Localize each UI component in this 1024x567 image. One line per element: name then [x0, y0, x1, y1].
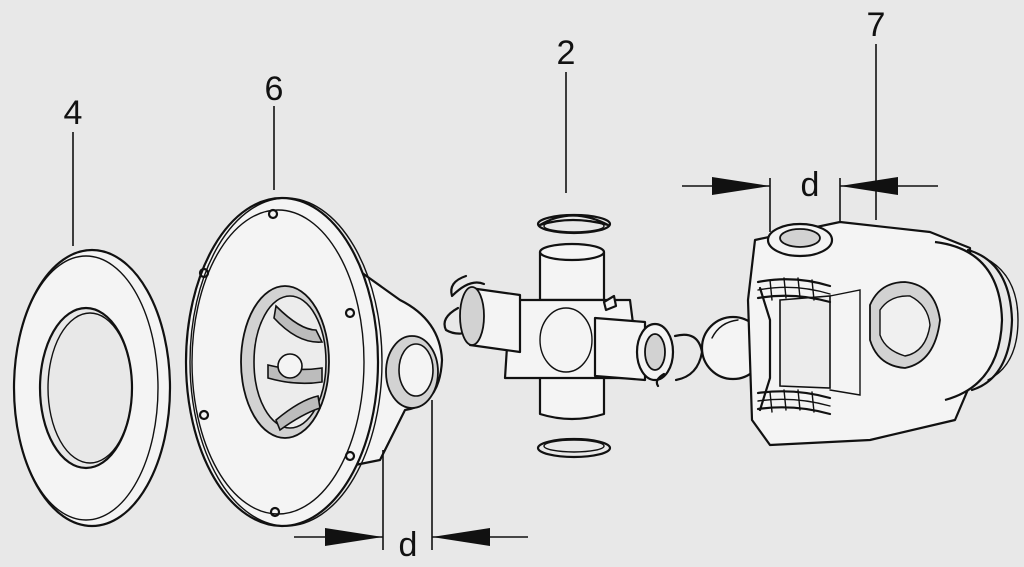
leader-lines: [72, 44, 877, 246]
dimension-d-left: d: [294, 400, 528, 564]
dimension-label-right: d: [801, 166, 820, 204]
circlip-left-upper: [450, 274, 486, 298]
retaining-ring-top: [536, 213, 612, 235]
part-label-7: 7: [867, 6, 886, 44]
retaining-ring-bottom: [536, 437, 612, 459]
arrow-head-right: [712, 177, 770, 195]
part-7-yoke-housing: [746, 220, 1019, 447]
arrow-head-left: [840, 177, 898, 195]
dimension-label-left: d: [399, 526, 418, 564]
weld-bead-upper: [756, 277, 832, 304]
dimension-d-right: d: [682, 166, 938, 232]
part-6-flange: [184, 196, 444, 528]
part-label-4: 4: [64, 94, 83, 132]
arrow-head-right: [325, 528, 383, 546]
part-label-2: 2: [557, 34, 576, 72]
part-2-cross-spider: [443, 213, 704, 459]
part-label-6: 6: [265, 70, 284, 108]
arrow-head-left: [432, 528, 490, 546]
weld-bead-lower: [756, 389, 832, 416]
part-4-gasket-ring: [12, 248, 172, 528]
